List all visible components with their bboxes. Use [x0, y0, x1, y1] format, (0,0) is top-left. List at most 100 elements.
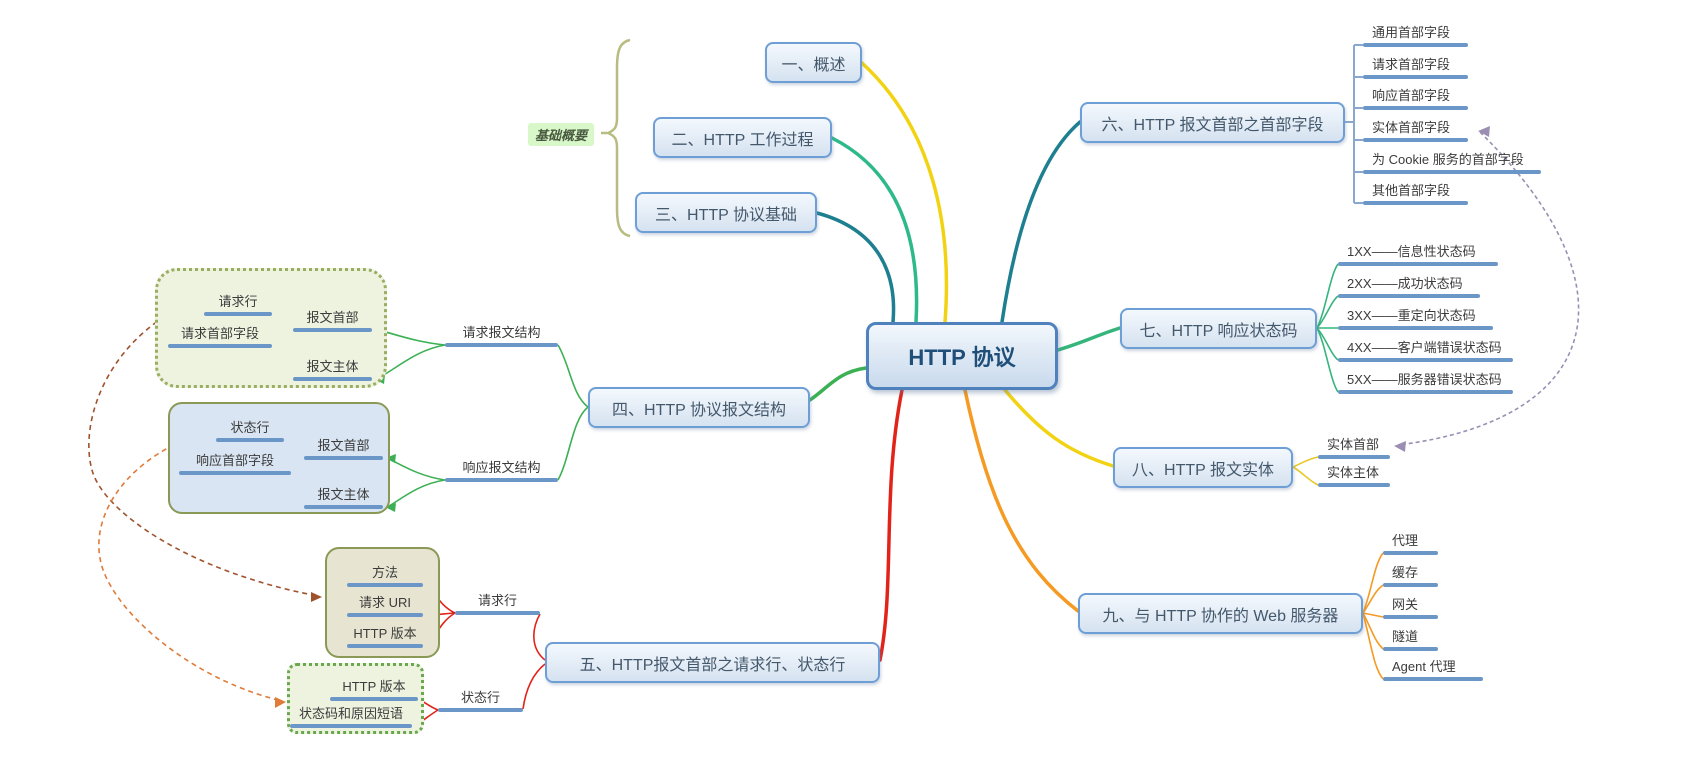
topic-request-status-line-label: 五、HTTP报文首部之请求行、状态行	[579, 656, 846, 674]
central-topic-http-protocol[interactable]: HTTP 协议	[866, 322, 1058, 390]
underline	[1338, 326, 1493, 330]
node-request-header-fields-cloud[interactable]: 请求首部字段	[168, 325, 272, 348]
underline	[1318, 483, 1390, 487]
underline	[168, 344, 272, 348]
topic-web-servers[interactable]: 九、与 HTTP 协作的 Web 服务器	[1078, 593, 1363, 634]
topic-overview[interactable]: 一、概述	[765, 42, 862, 83]
topic-message-structure[interactable]: 四、HTTP 协议报文结构	[588, 387, 810, 428]
node-3xx[interactable]: 3XX——重定向状态码	[1338, 307, 1493, 330]
underline	[293, 328, 372, 332]
topic-request-status-line[interactable]: 五、HTTP报文首部之请求行、状态行	[545, 642, 880, 683]
topic-header-fields-label: 六、HTTP 报文首部之首部字段	[1101, 116, 1324, 134]
underline	[347, 583, 423, 587]
topic-entity-label: 八、HTTP 报文实体	[1132, 461, 1274, 479]
branch-line-header-fields	[1000, 120, 1082, 324]
underline	[1363, 43, 1468, 47]
branch-line-entity	[1003, 388, 1115, 468]
topic-web-servers-label: 九、与 HTTP 协作的 Web 服务器	[1102, 607, 1339, 625]
underline	[1383, 615, 1438, 619]
entity-fan	[1292, 456, 1319, 486]
topic-work-process[interactable]: 二、HTTP 工作过程	[653, 117, 832, 158]
topic-status-codes[interactable]: 七、HTTP 响应状态码	[1120, 308, 1317, 349]
underline	[1363, 170, 1541, 174]
underline	[1338, 390, 1513, 394]
node-1xx[interactable]: 1XX——信息性状态码	[1338, 243, 1498, 266]
underline	[1338, 294, 1480, 298]
underline	[1318, 455, 1390, 459]
underline	[1363, 106, 1468, 110]
node-request-line[interactable]: 请求行	[455, 592, 540, 615]
underline	[347, 613, 423, 617]
underline	[216, 438, 284, 442]
node-5xx[interactable]: 5XX——服务器错误状态码	[1338, 371, 1513, 394]
node-2xx[interactable]: 2XX——成功状态码	[1338, 275, 1480, 298]
underline	[330, 697, 418, 701]
node-agent-proxy[interactable]: Agent 代理	[1383, 658, 1483, 681]
node-proxy[interactable]: 代理	[1383, 532, 1438, 555]
node-response-message-body[interactable]: 报文主体	[304, 486, 383, 509]
node-request-message-structure[interactable]: 请求报文结构	[445, 324, 558, 347]
underline	[290, 724, 412, 728]
node-4xx[interactable]: 4XX——客户端错误状态码	[1338, 339, 1513, 362]
node-entity-body[interactable]: 实体主体	[1318, 464, 1390, 487]
underline	[1383, 647, 1438, 651]
node-gateway[interactable]: 网关	[1383, 596, 1438, 619]
node-request-header-fields[interactable]: 请求首部字段	[1363, 56, 1468, 79]
request-line-parts-boundary[interactable]	[325, 547, 440, 658]
underline	[1363, 201, 1468, 205]
node-response-header-fields[interactable]: 响应首部字段	[1363, 87, 1468, 110]
underline	[1383, 677, 1483, 681]
node-entity-header[interactable]: 实体首部	[1318, 436, 1390, 459]
topic-status-codes-label: 七、HTTP 响应状态码	[1139, 322, 1298, 340]
node-status-line-bluebox[interactable]: 状态行	[216, 419, 284, 442]
node-status-line[interactable]: 状态行	[438, 689, 523, 712]
topic-protocol-basics[interactable]: 三、HTTP 协议基础	[635, 192, 817, 233]
topic-header-fields[interactable]: 六、HTTP 报文首部之首部字段	[1080, 102, 1345, 143]
web-servers-fan	[1362, 552, 1384, 680]
node-response-message-header[interactable]: 报文首部	[304, 437, 383, 460]
underline	[179, 471, 291, 475]
node-request-message-body[interactable]: 报文主体	[293, 358, 372, 381]
node-other-header-fields[interactable]: 其他首部字段	[1363, 182, 1468, 205]
branch-line-request-status-line	[878, 388, 904, 662]
node-cookie-header-fields[interactable]: 为 Cookie 服务的首部字段	[1363, 151, 1541, 174]
topic-entity[interactable]: 八、HTTP 报文实体	[1113, 447, 1293, 488]
branch-line-message-structure	[808, 366, 868, 402]
branch-line-web-servers	[963, 388, 1080, 613]
header-fields-spine	[1345, 44, 1363, 204]
topic-overview-label: 一、概述	[781, 56, 846, 74]
underline	[304, 456, 383, 460]
underline	[445, 478, 558, 482]
group-label-basics[interactable]: 基础概要	[528, 123, 595, 146]
node-http-version-request[interactable]: HTTP 版本	[347, 625, 423, 648]
node-entity-header-fields[interactable]: 实体首部字段	[1363, 119, 1468, 142]
node-tunnel[interactable]: 隧道	[1383, 628, 1438, 651]
group-label-text: 基础概要	[535, 128, 588, 143]
underline	[1338, 262, 1498, 266]
underline	[1383, 551, 1438, 555]
node-http-version-status[interactable]: HTTP 版本	[330, 678, 418, 701]
central-topic-label: HTTP 协议	[908, 345, 1016, 370]
underline	[304, 505, 383, 509]
node-request-uri[interactable]: 请求 URI	[347, 594, 423, 617]
underline	[1363, 75, 1468, 79]
overview-group-brace	[601, 38, 631, 238]
node-method[interactable]: 方法	[347, 564, 423, 587]
underline	[204, 312, 272, 316]
branch-line-work-process	[830, 136, 919, 324]
node-response-message-structure[interactable]: 响应报文结构	[445, 459, 558, 482]
underline	[455, 611, 540, 615]
node-request-message-header[interactable]: 报文首部	[293, 309, 372, 332]
node-request-line-cloud[interactable]: 请求行	[204, 293, 272, 316]
underline	[1383, 583, 1438, 587]
branch-line-status-codes	[1056, 326, 1122, 352]
underline	[1338, 358, 1513, 362]
status-codes-fan	[1316, 263, 1339, 393]
underline	[293, 377, 372, 381]
branch-line-overview	[860, 61, 949, 324]
node-status-code-reason[interactable]: 状态码和原因短语	[290, 705, 412, 728]
topic-work-process-label: 二、HTTP 工作过程	[671, 131, 814, 149]
node-cache[interactable]: 缓存	[1383, 564, 1438, 587]
node-response-header-fields-bluebox[interactable]: 响应首部字段	[179, 452, 291, 475]
node-general-header-fields[interactable]: 通用首部字段	[1363, 24, 1468, 47]
